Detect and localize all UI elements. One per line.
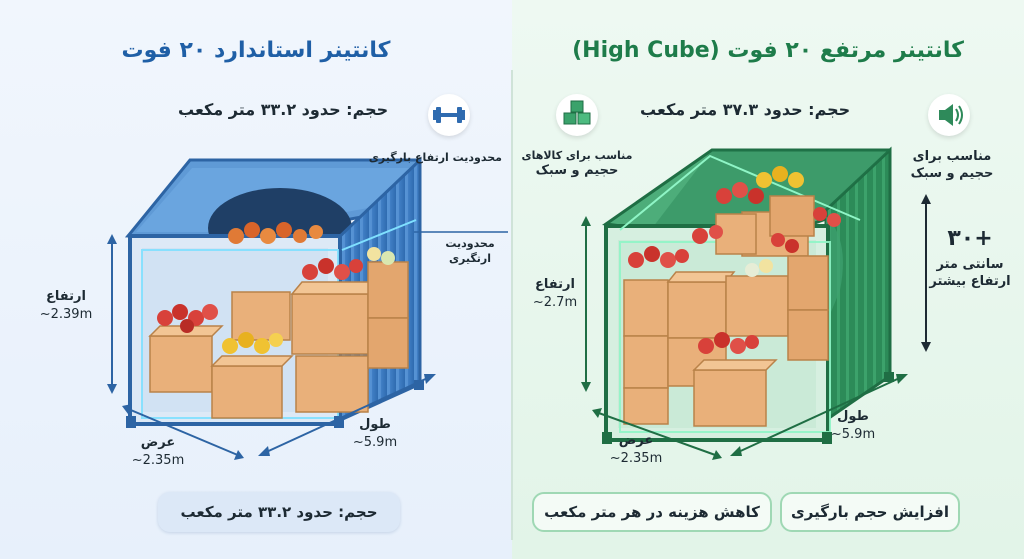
standard-volume-pill: حجم: حدود ۳۳.۲ متر مکعب (158, 492, 400, 532)
extra-height-line-2: ارتفاع بیشتر (929, 274, 1011, 289)
bulky-goods-line-2: حجیم و سبک (535, 163, 619, 178)
capacity-increase-pill: افزایش حجم بارگیری (780, 492, 960, 532)
extra-height-line-1: سانتی متر (936, 257, 1004, 272)
cost-reduction-pill: کاهش هزینه در هر متر مکعب (532, 492, 772, 532)
standard-container-graphic (107, 156, 508, 460)
width-label: عرض (618, 433, 654, 448)
extra-height-caption: سانتی متر ارتفاع بیشتر (924, 256, 1016, 290)
high-cube-volume: حجم: حدود ۳۷.۳ متر مکعب (640, 100, 851, 119)
length-value: ~5.9m (352, 435, 398, 450)
high-cube-height-dimension: ارتفاع ~2.7m (520, 276, 590, 312)
light-goods-line-1: مناسب برای (912, 149, 992, 164)
dumbbell-icon (428, 94, 470, 136)
height-value: ~2.39m (39, 307, 93, 322)
width-value: ~2.35m (609, 451, 663, 466)
boxes-icon (556, 94, 598, 136)
width-label: عرض (140, 435, 176, 450)
length-label: طول (359, 417, 391, 432)
light-goods-line-2: حجیم و سبک (910, 166, 994, 181)
extra-height-value: +۳۰ (947, 226, 993, 251)
length-label: طول (837, 409, 869, 424)
height-value: ~2.7m (532, 295, 578, 310)
height-limit-line-1: محدودیت (445, 237, 495, 250)
bulky-goods-line-1: مناسب برای کالاهای (521, 149, 633, 162)
high-cube-container-graphic (581, 146, 931, 460)
standard-volume: حجم: حدود ۳۳.۲ متر مکعب (178, 100, 389, 119)
high-cube-title: کانتینر مرتفع ۲۰ فوت (High Cube) (572, 38, 964, 63)
length-value: ~5.9m (830, 427, 876, 442)
standard-length-dimension: طول ~5.9m (340, 416, 410, 452)
height-limit-line-2: ارتگیری (448, 252, 492, 265)
width-value: ~2.35m (131, 453, 185, 468)
high-cube-length-dimension: طول ~5.9m (818, 408, 888, 444)
height-label: ارتفاع (46, 289, 86, 304)
height-limit-callout: محدودیت ارتگیری (432, 236, 508, 266)
standard-width-dimension: عرض ~2.35m (118, 434, 198, 470)
height-label: ارتفاع (535, 277, 575, 292)
standard-container-title: کانتینر استاندارد ۲۰ فوت (121, 38, 391, 63)
bulky-goods-caption: مناسب برای کالاهای حجیم و سبک (518, 148, 636, 178)
standard-height-dimension: ارتفاع ~2.39m (28, 288, 104, 324)
high-cube-width-dimension: عرض ~2.35m (596, 432, 676, 468)
speaker-icon (928, 94, 970, 136)
light-goods-caption: مناسب برای حجیم و سبک (900, 148, 1004, 182)
height-limit-caption: محدودیت ارتفاع بارگیری (368, 151, 502, 164)
panel-divider (511, 70, 513, 540)
